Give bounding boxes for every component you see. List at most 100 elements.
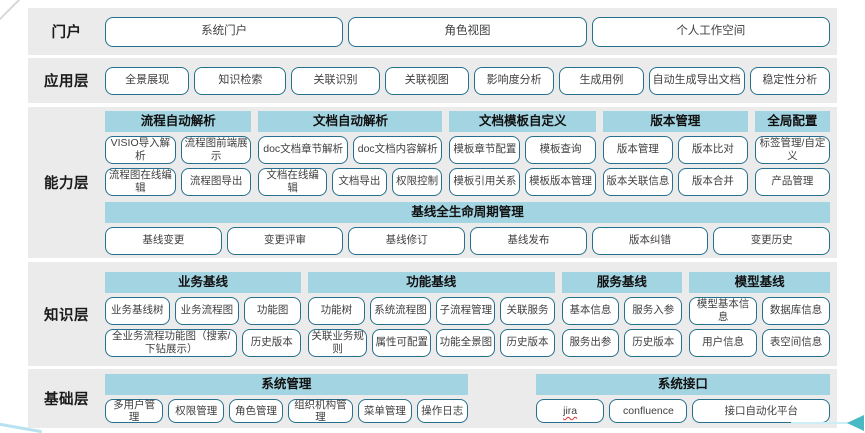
- left-arrow-icon: [847, 415, 864, 431]
- chip-label: 接口自动化平台: [724, 404, 798, 417]
- layer-content: 业务基线业务基线树业务流程图功能图全业务流程功能图（搜索/下钻展示）历史版本功能…: [105, 262, 837, 366]
- chip: 基本信息: [561, 296, 620, 325]
- chip: 变更评审: [226, 226, 344, 255]
- group: 模型基线模型基本信息数据库信息用户信息表空间信息: [689, 271, 831, 357]
- chip: 基线变更: [105, 226, 222, 255]
- chip-row: 功能树系统流程图子流程管理关联服务: [308, 296, 555, 325]
- group: 系统管理多用户管理权限管理角色管理组织机构管理菜单管理操作日志: [105, 374, 468, 423]
- chip: 系统门户: [105, 16, 344, 47]
- chip: 影响度分析: [473, 66, 555, 95]
- layer-label-application: 应用层: [44, 74, 89, 90]
- layer-row-application: 应用层全景展现知识检索关联识别关联视图影响度分析生成用例自动生成导出文档稳定性分…: [28, 58, 837, 103]
- chip-label: 操作日志: [421, 404, 464, 417]
- chip-label: 个人工作空间: [676, 24, 746, 37]
- group: 业务基线业务基线树业务流程图功能图全业务流程功能图（搜索/下钻展示）历史版本: [105, 271, 302, 357]
- group-header: 文档模板自定义: [449, 110, 596, 132]
- chip-label: 关联业务规则: [311, 330, 364, 355]
- chip-label: 业务流程图: [180, 304, 234, 317]
- chip: jira: [535, 399, 605, 423]
- chip-label: 基线修订: [385, 234, 428, 247]
- group-header: 系统管理: [105, 374, 468, 395]
- chip: 版本纠错: [591, 226, 709, 255]
- chip-label: 历史版本: [632, 336, 675, 349]
- chip-label: 历史版本: [250, 336, 293, 349]
- chip-row: 版本关联信息版本合并: [602, 167, 748, 196]
- chip-label: 系统门户: [201, 24, 248, 37]
- chip: 功能图: [244, 296, 302, 325]
- chip-label: 产品管理: [771, 175, 814, 188]
- chip: 模板版本管理: [525, 167, 596, 196]
- group: 服务基线基本信息服务入参服务出参历史版本: [561, 271, 683, 357]
- group: 系统门户角色视图个人工作空间: [105, 16, 830, 47]
- chip: 模型基本信息: [689, 296, 758, 325]
- chip: 功能树: [308, 296, 365, 325]
- chip-row: 关联业务规则属性可配置功能全景图历史版本: [308, 328, 555, 357]
- chip-label: 版本比对: [691, 143, 734, 156]
- chip: 业务基线树: [105, 296, 170, 325]
- chip-label: doc文档章节解析: [263, 143, 344, 156]
- chip-label: 知识检索: [218, 74, 263, 87]
- chip: 关联业务规则: [308, 328, 368, 357]
- chip-label: 流程图在线编辑: [108, 169, 172, 194]
- chip: 稳定性分析: [749, 66, 830, 95]
- group-header: 流程自动解析: [105, 110, 252, 132]
- chip: 多用户管理: [105, 399, 164, 423]
- chip-label: 权限控制: [396, 175, 439, 188]
- chip: 接口自动化平台: [692, 399, 830, 423]
- chip-label: 版本关联信息: [606, 175, 670, 188]
- chip: 模板查询: [525, 135, 596, 164]
- chip: 模板引用关系: [449, 167, 521, 196]
- chip-label: 变更评审: [264, 234, 306, 247]
- chip-label: 关联视图: [404, 74, 449, 87]
- group-header: 文档自动解析: [258, 110, 443, 132]
- chip: 数据库信息: [762, 296, 831, 325]
- chip: 功能全景图: [436, 328, 496, 357]
- chip-row: 文档在线编辑文档导出权限控制: [258, 167, 443, 196]
- chip: 权限控制: [391, 167, 443, 196]
- chip-label: 历史版本: [506, 336, 549, 349]
- arrow-line-decoration: [791, 422, 849, 424]
- chip: confluence: [609, 399, 688, 423]
- chip-label: 模板章节配置: [453, 143, 517, 156]
- chip-label: 模型基本信息: [696, 298, 750, 323]
- chip-label: 文档导出: [338, 175, 381, 188]
- chip-label: 生成用例: [579, 74, 624, 87]
- chip: 关联服务: [500, 296, 555, 325]
- chip-label: 流程图前端展示: [184, 137, 248, 162]
- group-spacer: [475, 374, 529, 423]
- chip: 知识检索: [194, 66, 287, 95]
- chip-row: 模型基本信息数据库信息: [689, 296, 831, 325]
- layer-content: 全景展现知识检索关联识别关联视图影响度分析生成用例自动生成导出文档稳定性分析: [105, 58, 837, 103]
- chip: 产品管理: [754, 167, 830, 196]
- chip-label: 全景展现: [125, 74, 170, 87]
- group-header: 功能基线: [308, 271, 555, 293]
- chip: 表空间信息: [762, 328, 831, 357]
- chip-label: 功能图: [256, 304, 289, 317]
- chip-row: 用户信息表空间信息: [689, 328, 831, 357]
- chip-row: 基线变更变更评审基线修订基线发布版本纠错变更历史: [105, 226, 831, 255]
- group-header: 系统接口: [535, 374, 830, 395]
- chip-label: 自动生成导出文档: [652, 74, 741, 87]
- chip: 版本比对: [677, 135, 748, 164]
- chip: 版本合并: [677, 167, 748, 196]
- chip-label: 基线发布: [507, 234, 550, 247]
- chip: 组织机构管理: [287, 398, 354, 423]
- layer-row-portal: 门户系统门户角色视图个人工作空间: [28, 8, 837, 55]
- chip-row: VISIO导入解析流程图前端展示: [105, 135, 252, 164]
- chip-row: 服务出参历史版本: [561, 328, 683, 357]
- chip-label: 全业务流程功能图（搜索/下钻展示）: [112, 330, 231, 355]
- chip-label: 组织机构管理: [294, 398, 347, 423]
- layer-row-knowledge: 知识层业务基线业务基线树业务流程图功能图全业务流程功能图（搜索/下钻展示）历史版…: [28, 262, 837, 366]
- chip: 历史版本: [624, 328, 683, 357]
- group-header: 服务基线: [561, 271, 683, 293]
- chip-label: 功能树: [320, 304, 353, 317]
- chip: 历史版本: [242, 328, 302, 357]
- chip-row: 模板章节配置模板查询: [449, 135, 596, 164]
- chip: 属性可配置: [372, 328, 432, 357]
- chip-row: 版本管理版本比对: [602, 135, 748, 164]
